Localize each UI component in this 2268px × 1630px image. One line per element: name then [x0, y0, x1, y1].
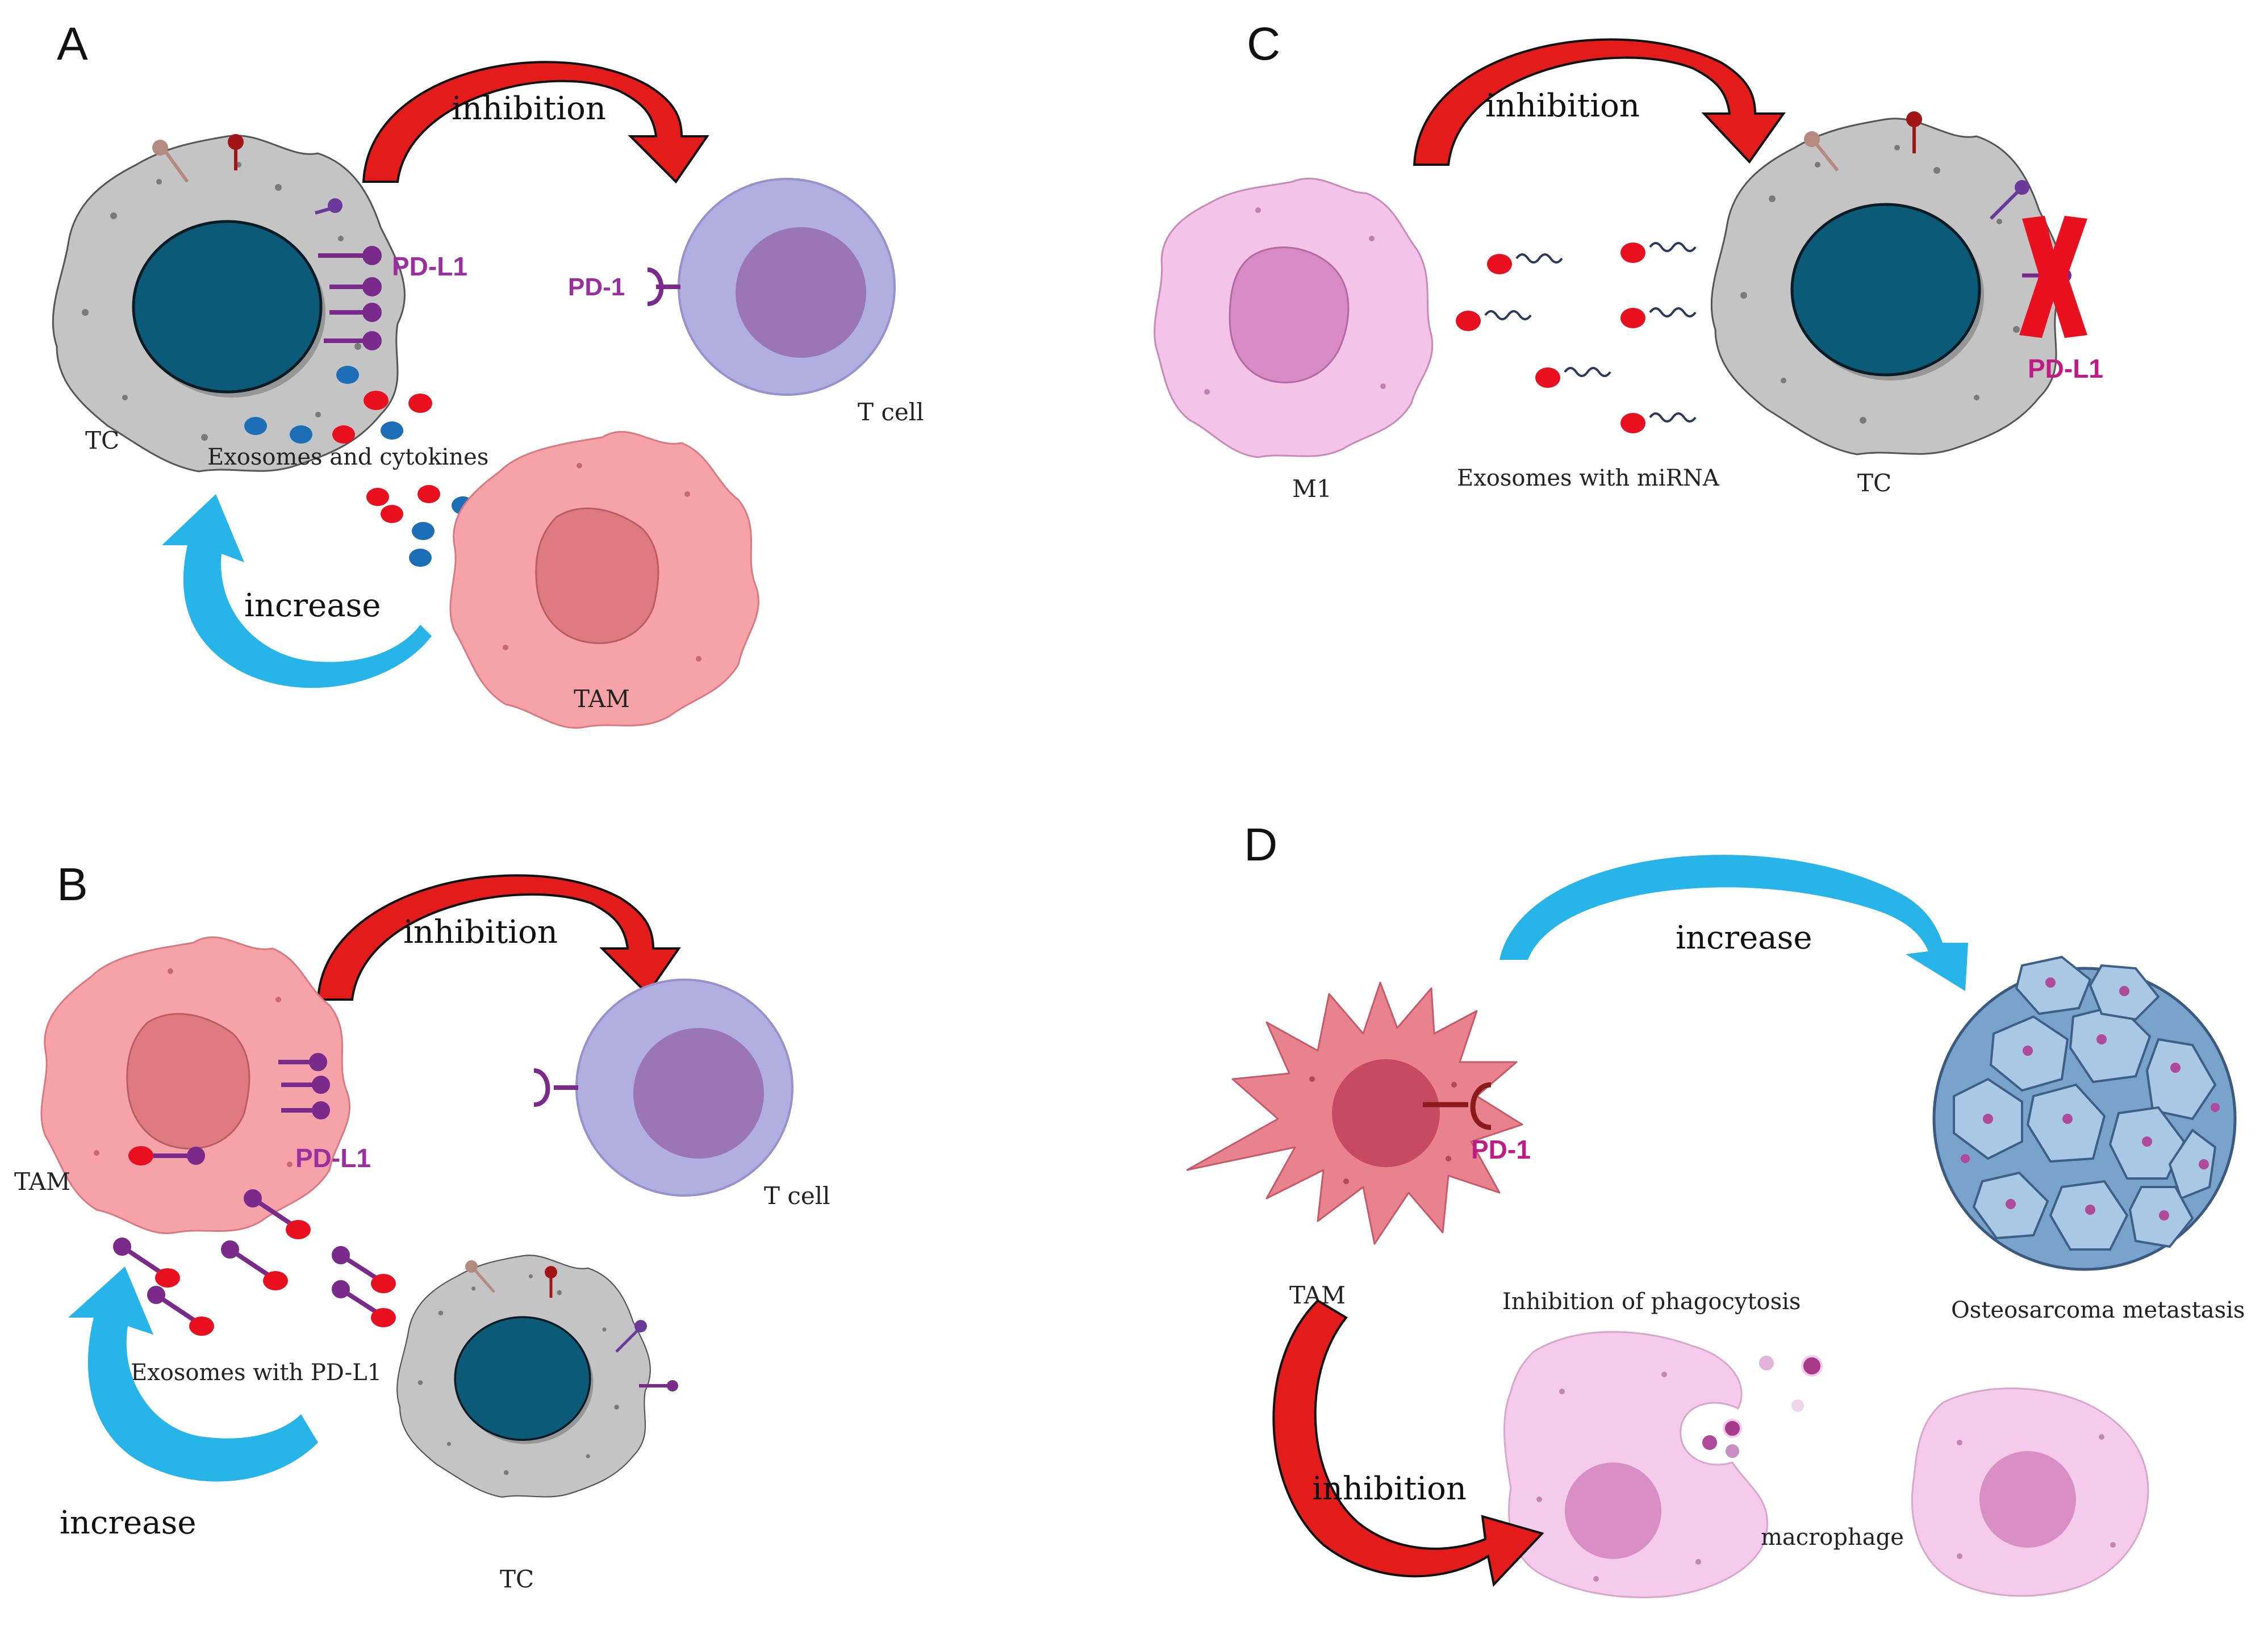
tc-label-a: TC — [85, 427, 119, 454]
tam-label-b: TAM — [14, 1168, 70, 1196]
increase-arrow-b — [68, 1267, 318, 1482]
osteosarcoma-label: Osteosarcoma metastasis — [1951, 1297, 2245, 1323]
surface-antigen-a — [152, 134, 343, 215]
exosome-pd-l1-membrane — [128, 1146, 153, 1165]
inhibition-arrow-a — [362, 61, 709, 184]
osteosarcoma-cluster — [1932, 955, 2237, 1271]
m1-label: M1 — [1292, 475, 1332, 503]
macrophage-cell — [1911, 1387, 2149, 1597]
tam-d — [1186, 981, 1523, 1245]
tumor-cell-b — [396, 1254, 651, 1498]
panel-a: A PD-L1 TC inhibition PD-1 T cell — [53, 18, 924, 729]
increase-arrow-d — [1500, 855, 1968, 991]
inhibition-phagocytosis-label: Inhibition of phagocytosis — [1502, 1289, 1801, 1315]
pd-1-receptor-b — [533, 1068, 578, 1107]
panel-b: B inhibition PD-L1 TAM T cell Exosome — [14, 859, 830, 1593]
blocked-pd-l1-x-icon — [2019, 216, 2087, 338]
surface-antigen-b — [465, 1260, 678, 1391]
inhibition-label-c: inhibition — [1485, 87, 1640, 124]
pd-l1-receptors-b — [142, 1053, 330, 1165]
phagocytosing-macrophage — [1503, 1331, 1768, 1599]
panel-d: D increase PD-1 TAM — [1186, 819, 2245, 1599]
tam-label-a: TAM — [574, 685, 630, 713]
t-cell-label-a: T cell — [858, 398, 924, 426]
pd-1-label-a: PD-1 — [568, 273, 625, 301]
inhibition-label-b: inhibition — [403, 914, 558, 951]
tam-a — [449, 431, 760, 729]
pd-l1-label-c: PD-L1 — [2028, 354, 2103, 383]
panel-b-letter: B — [57, 859, 88, 910]
increase-label-d: increase — [1676, 920, 1812, 956]
exosomes-cytokines-label: Exosomes and cytokines — [207, 444, 488, 470]
tc-label-c: TC — [1857, 469, 1891, 497]
inhibition-arrow-d — [1272, 1299, 1544, 1587]
exosomes-mirna-label: Exosomes with miRNA — [1457, 465, 1720, 491]
panel-c-letter: C — [1247, 18, 1280, 70]
increase-label-a: increase — [244, 587, 381, 624]
t-cell-a — [678, 178, 896, 396]
pd-1-label-d: PD-1 — [1471, 1135, 1531, 1164]
macrophage-label: macrophage — [1761, 1524, 1904, 1550]
tc-label-b: TC — [500, 1565, 534, 1593]
pd-l1-receptors-a — [318, 246, 382, 350]
engulfed-particles — [1702, 1355, 1823, 1458]
pd-l1-label-a: PD-L1 — [392, 252, 467, 281]
inhibition-arrow-c — [1413, 38, 1786, 166]
exosomes-mirna — [1456, 242, 1697, 433]
panel-a-letter: A — [57, 18, 88, 70]
tumor-cell-a — [53, 136, 404, 471]
m1-macrophage — [1154, 178, 1434, 458]
panel-d-letter: D — [1244, 819, 1277, 871]
pd-l1-label-b: PD-L1 — [295, 1143, 371, 1173]
t-cell-label-b: T cell — [764, 1182, 830, 1210]
pd-1-receptor-a — [647, 268, 680, 306]
pd-1-receptor-d — [1423, 1082, 1492, 1130]
exosomes-pd-l1-label: Exosomes with PD-L1 — [131, 1360, 382, 1386]
t-cell-b — [575, 979, 793, 1197]
increase-label-b: increase — [60, 1504, 197, 1541]
panel-c: C inhibition M1 Exosomes with miRNA — [1154, 18, 2103, 503]
tumor-cell-c — [1711, 119, 2063, 454]
inhibition-label-a: inhibition — [452, 90, 606, 127]
inhibition-label-d: inhibition — [1312, 1470, 1467, 1507]
exosomes-pd-l1-b — [113, 1189, 396, 1336]
increase-arrow-a — [162, 494, 432, 688]
inhibition-arrow-b — [316, 874, 681, 1001]
